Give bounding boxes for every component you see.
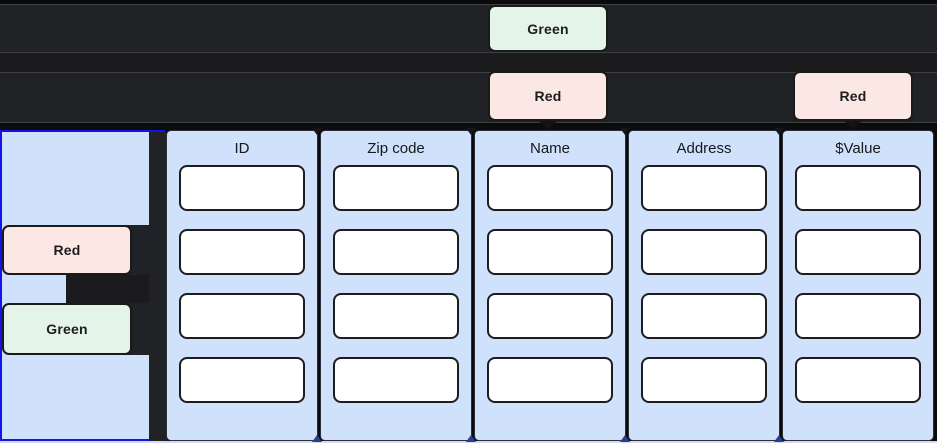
table-cell[interactable] — [641, 293, 767, 339]
caret-down-icon-value — [844, 121, 862, 130]
table-cell[interactable] — [795, 165, 921, 211]
band-separator-bottom — [0, 125, 937, 130]
column-header-address: Address — [676, 140, 732, 157]
lower-region: Red Green ID Zip code Name — [0, 128, 937, 443]
table-cell[interactable] — [333, 229, 459, 275]
table-cell[interactable] — [179, 357, 305, 403]
table-cell[interactable] — [179, 165, 305, 211]
column-header-zip-code: Zip code — [367, 140, 425, 157]
table-cell[interactable] — [487, 293, 613, 339]
left-pill-green[interactable]: Green — [2, 303, 132, 355]
bottom-edge-haze — [0, 441, 937, 443]
column-zip-code[interactable]: Zip code — [320, 130, 472, 441]
table-cell[interactable] — [641, 357, 767, 403]
band-row-2 — [0, 73, 937, 122]
left-vertical-bar — [149, 132, 167, 443]
column-header-name: Name — [529, 140, 570, 157]
left-strip-gap — [66, 275, 152, 303]
seam-notch-icon-2 — [466, 128, 476, 135]
table-cell[interactable] — [333, 165, 459, 211]
seam-notch-icon-5 — [312, 435, 322, 442]
table-cell[interactable] — [487, 229, 613, 275]
band-separator-1 — [0, 52, 937, 53]
band-row-gap — [0, 53, 937, 72]
table-cell[interactable] — [795, 229, 921, 275]
top-pill-red-value[interactable]: Red — [793, 71, 913, 121]
top-pill-red-name[interactable]: Red — [488, 71, 608, 121]
left-pill-red[interactable]: Red — [2, 225, 132, 275]
column-value[interactable]: $Value — [782, 130, 934, 441]
table-cell[interactable] — [333, 357, 459, 403]
seam-notch-icon-6 — [466, 435, 476, 442]
caret-down-icon-name — [539, 121, 557, 130]
table-cell[interactable] — [179, 293, 305, 339]
data-table: ID Zip code Name Addres — [166, 130, 937, 443]
column-header-id: ID — [234, 140, 250, 157]
table-cell[interactable] — [179, 229, 305, 275]
band-separator-2 — [0, 72, 937, 73]
table-cell[interactable] — [487, 357, 613, 403]
table-cell[interactable] — [795, 293, 921, 339]
top-pill-green[interactable]: Green — [488, 5, 608, 52]
seam-notch-icon-1 — [312, 128, 322, 135]
column-header-value: $Value — [835, 140, 881, 157]
band-separator-3 — [0, 122, 937, 123]
table-cell[interactable] — [795, 357, 921, 403]
seam-notch-icon-7 — [620, 435, 630, 442]
table-cell[interactable] — [333, 293, 459, 339]
table-cell[interactable] — [641, 165, 767, 211]
left-blue-panel: Red Green — [0, 130, 167, 443]
column-name[interactable]: Name — [474, 130, 626, 441]
band-row-1 — [0, 5, 937, 52]
table-cell[interactable] — [487, 165, 613, 211]
column-id[interactable]: ID — [166, 130, 318, 441]
band-separator-top — [0, 4, 937, 5]
seam-notch-icon-4 — [774, 128, 784, 135]
table-cell[interactable] — [641, 229, 767, 275]
seam-notch-icon-8 — [774, 435, 784, 442]
column-address[interactable]: Address — [628, 130, 780, 441]
seam-notch-icon-3 — [620, 128, 630, 135]
